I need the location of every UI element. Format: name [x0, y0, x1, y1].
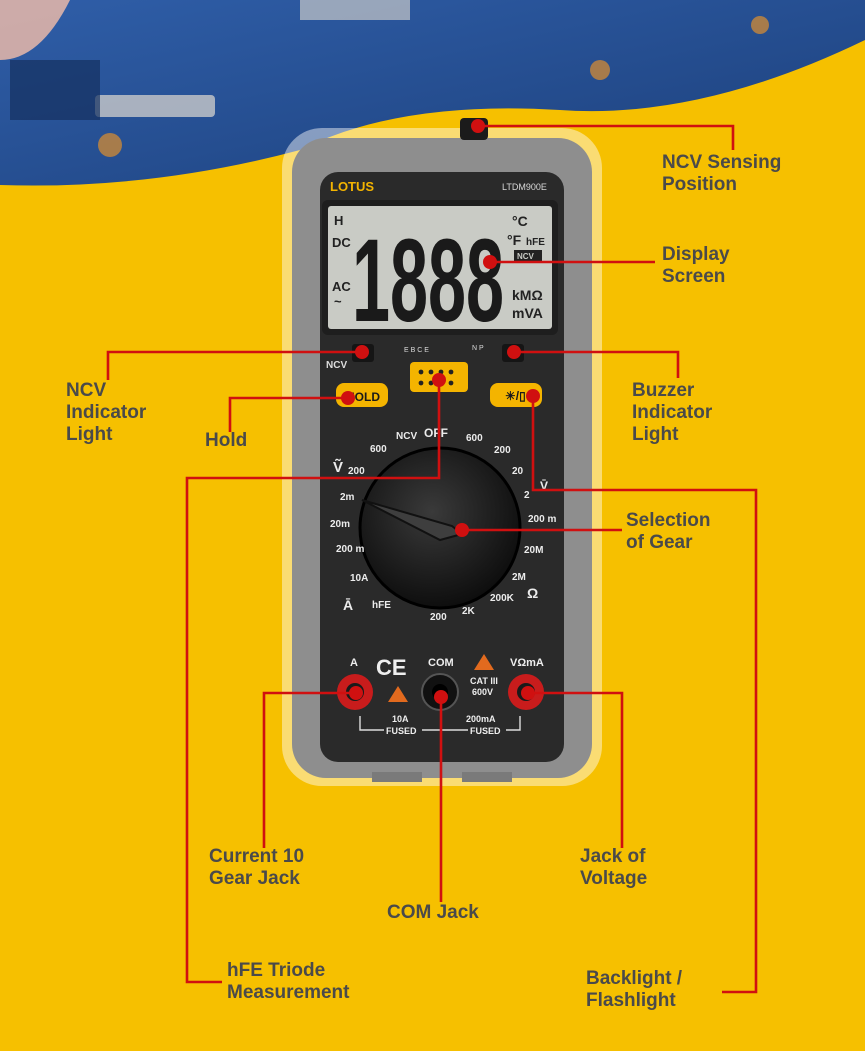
leader-buzzer: [514, 350, 680, 378]
dial-tick-20v: 20: [512, 466, 524, 477]
callout-voltage-jack: Jack of Voltage: [580, 846, 648, 889]
lcd-display: H DC AC ~ 1888 °C °F hFE NCV kMΩ mVA: [322, 200, 558, 347]
leader-ncv-sensing: [478, 124, 735, 150]
range-label-adc: Ā: [343, 597, 353, 613]
brand-logo: LOTUS: [330, 179, 374, 194]
fused-left: FUSED: [386, 726, 417, 736]
jack-com-label: COM: [428, 657, 454, 669]
callout-hfe: hFE Triode Measurement: [227, 960, 350, 1003]
callout-gear: Selection of Gear: [626, 510, 711, 553]
rotary-dial[interactable]: [358, 446, 522, 610]
warning-icon-right: [474, 654, 494, 670]
dial-tick-200vac: 200: [348, 466, 365, 477]
fuse-10a: 10A: [392, 714, 409, 724]
fused-right: FUSED: [470, 726, 501, 736]
cat-voltage: 600V: [472, 687, 493, 697]
leader-lines: [106, 124, 758, 994]
lcd-hold-symbol: H: [334, 213, 343, 228]
backlight-icon: ☀/▯: [505, 389, 526, 403]
callout-ncv-light: NCV Indicator Light: [66, 380, 147, 445]
dial-tick-off: OFF: [424, 426, 448, 440]
dial-scale: OFF 600 200 20 2 200 m 20M 2M 200K 2K 20…: [330, 426, 556, 623]
range-label-vac: Ṽ: [333, 458, 343, 476]
dial-tick-200v: 200: [494, 445, 511, 456]
dial-tick-20m-ohm: 20M: [524, 545, 543, 556]
leader-voltage-jack: [528, 691, 624, 848]
lcd-ac-symbol: AC: [332, 279, 351, 294]
callout-buzzer: Buzzer Indicator Light: [632, 380, 713, 445]
lcd-kmohm: kMΩ: [512, 287, 543, 303]
leader-ncv-light: [106, 350, 362, 380]
range-label-vdc: V̄: [540, 479, 548, 493]
leader-current-jack: [262, 691, 356, 848]
dial-tick-2ma: 2m: [340, 492, 355, 503]
circuit-board-background: [0, 0, 865, 186]
lcd-digits: 1888: [352, 215, 504, 347]
fuse-200ma: 200mA: [466, 714, 496, 724]
ncv-button-label: NCV: [326, 360, 347, 371]
callout-ncv-sensing: NCV Sensing Position: [662, 152, 782, 195]
dial-tick-200mv: 200 m: [528, 514, 556, 525]
lcd-hfe: hFE: [526, 237, 545, 248]
jack-a-label: A: [350, 657, 358, 669]
jack-panel: A CE COM VΩmA CAT III 600V 10A 200mA FUS…: [337, 654, 544, 736]
leader-hfe: [185, 380, 441, 984]
dial-tick-2v: 2: [524, 490, 530, 501]
callout-display: Display Screen: [662, 244, 730, 287]
callout-backlight: Backlight / Flashlight: [586, 968, 683, 1011]
model-label: LTDM900E: [502, 182, 547, 192]
lcd-ncv: NCV: [517, 252, 535, 261]
dial-tick-600v: 600: [466, 433, 483, 444]
dial-tick-hfe: hFE: [372, 600, 391, 611]
callout-current-jack: Current 10 Gear Jack: [209, 846, 305, 889]
leader-backlight: [531, 396, 758, 994]
jack-voltage-label: VΩmA: [510, 657, 544, 669]
dial-tick-2m-ohm: 2M: [512, 572, 526, 583]
np-label: N P: [472, 345, 484, 352]
dial-tick-10a: 10A: [350, 573, 368, 584]
dial-tick-200ma: 200 m: [336, 544, 364, 555]
leader-hold: [228, 396, 348, 432]
hold-button-label: HOLD: [346, 390, 380, 404]
dial-tick-200k: 200K: [490, 593, 515, 604]
cat-rating: CAT III: [470, 676, 498, 686]
callout-com-jack: COM Jack: [387, 902, 479, 923]
range-label-ohm: Ω: [527, 585, 538, 601]
lcd-dc-symbol: DC: [332, 235, 351, 250]
ce-mark: CE: [376, 655, 407, 680]
dial-tick-ncv: NCV: [396, 431, 417, 442]
lcd-celsius: °C: [512, 213, 528, 229]
lcd-fahrenheit: °F: [507, 232, 522, 248]
hfe-socket-label: E B C E: [404, 347, 429, 354]
lcd-mva: mVA: [512, 305, 543, 321]
lcd-wave-symbol: ~: [334, 294, 342, 309]
dial-tick-200-ohm: 200: [430, 612, 447, 623]
dial-tick-20ma: 20m: [330, 519, 350, 530]
callout-hold: Hold: [205, 430, 248, 451]
dial-tick-2k: 2K: [462, 606, 476, 617]
leader-dots: [341, 119, 540, 704]
warning-icon-left: [388, 686, 408, 702]
dial-tick-600vac: 600: [370, 444, 387, 455]
